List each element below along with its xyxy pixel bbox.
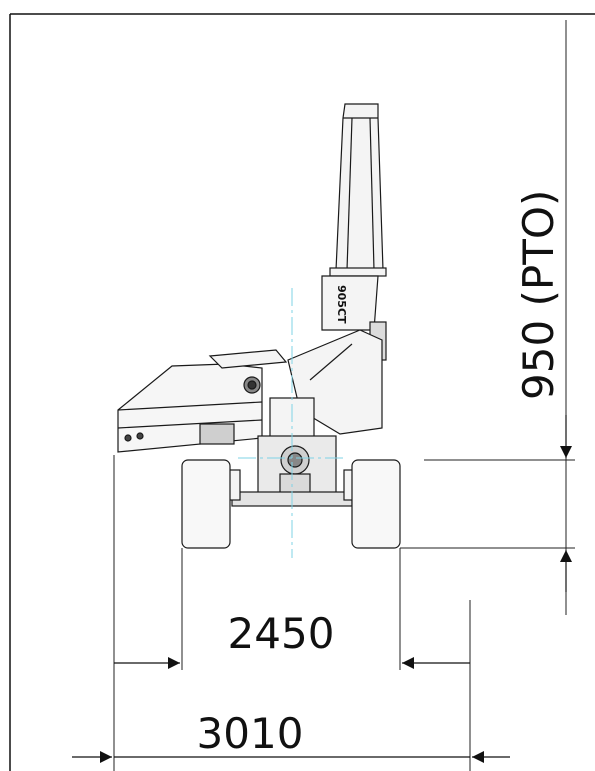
pto-height-label: 950 (PTO) [514,190,563,400]
frame [9,13,595,771]
infeed-hopper [117,349,288,453]
model-label: 905CT [335,285,348,324]
discharge-chute [329,103,387,277]
extension-lines [113,20,575,771]
wood-chipper-drawing: 905CT [117,103,401,549]
overall-width-label: 3010 [197,709,304,758]
track-width-label: 2450 [228,609,335,658]
left-wheel [181,459,231,549]
right-wheel [351,459,401,549]
